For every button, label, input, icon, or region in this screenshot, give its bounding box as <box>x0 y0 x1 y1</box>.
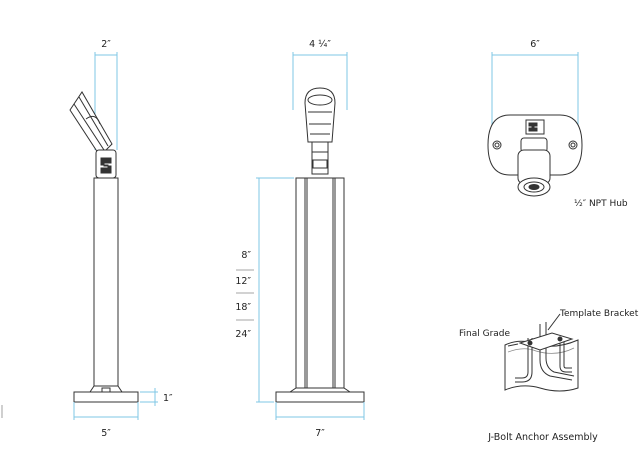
hub-view: 6″ ½″ NPT Hub <box>487 39 628 209</box>
front-base <box>275 391 365 403</box>
front-stem <box>295 177 345 389</box>
template-bracket-leader <box>547 313 561 331</box>
side-knuckle <box>95 149 117 179</box>
front-width-label: 4 ¼″ <box>309 39 331 50</box>
side-stem <box>93 177 119 387</box>
front-base-width-label: 7″ <box>315 428 325 439</box>
front-view: 4 ¼″ 8″ 12″ 18″ <box>235 39 365 439</box>
jbolt-caption: J-Bolt Anchor Assembly <box>487 432 598 443</box>
front-head <box>304 87 336 153</box>
side-view: 2″ 1″ 5″ <box>69 39 173 439</box>
npt-hub-label: ½″ NPT Hub <box>574 199 628 209</box>
side-base <box>73 391 139 403</box>
template-bracket-label: Template Bracket <box>559 309 639 319</box>
s-logo-badge-icon <box>528 122 538 132</box>
jbolt-assembly: Template Bracket Final Grade J-Bolt Anch… <box>459 309 639 443</box>
mount-hole-right <box>568 140 578 150</box>
hub-width-label: 6″ <box>530 39 540 50</box>
side-width-label: 2″ <box>101 39 111 50</box>
side-base-height-label: 1″ <box>163 393 173 404</box>
mount-hole-left <box>492 140 502 150</box>
side-head <box>69 91 113 157</box>
height-label-12: 12″ <box>235 276 251 287</box>
height-label-24: 24″ <box>235 329 251 340</box>
final-grade-label: Final Grade <box>459 329 511 339</box>
side-base-width-label: 5″ <box>101 428 111 439</box>
height-label-18: 18″ <box>235 302 251 313</box>
hub-lamp <box>517 137 551 197</box>
height-label-8: 8″ <box>241 250 251 261</box>
s-logo-icon <box>100 157 112 174</box>
final-grade-leader <box>507 343 519 347</box>
